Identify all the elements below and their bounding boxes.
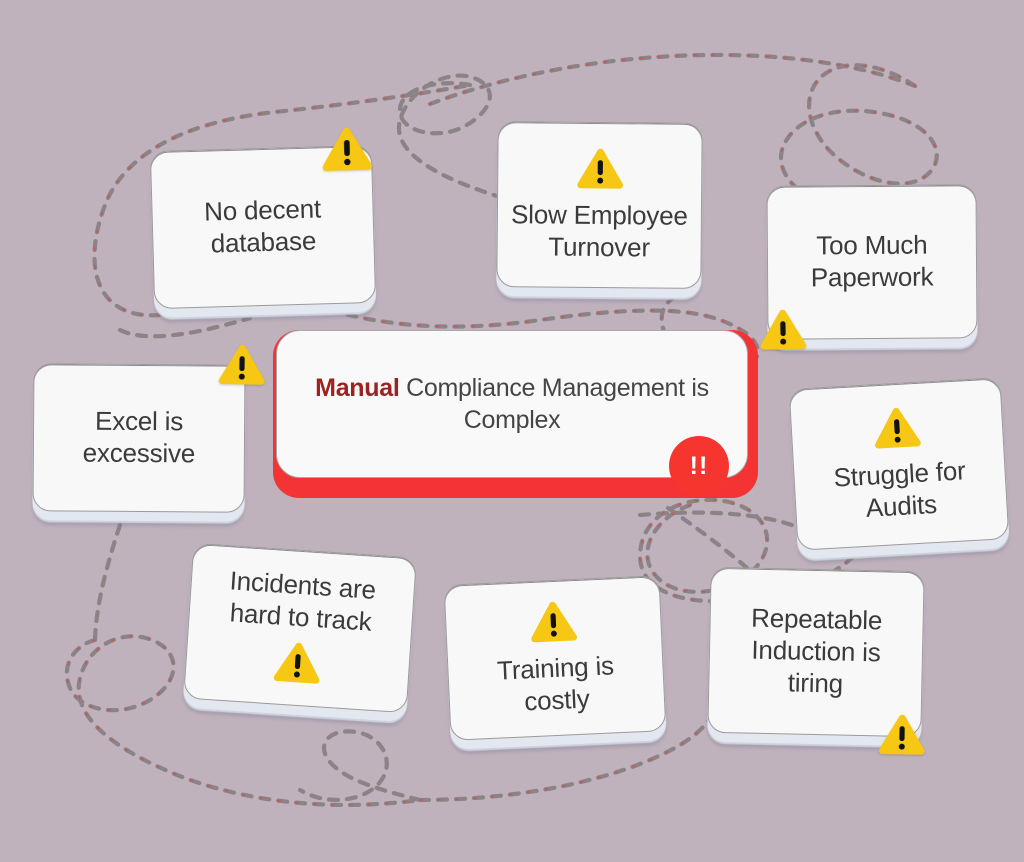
pain-point-card-incidents-are-hard-to-track[interactable]: Incidents are hard to track: [183, 542, 417, 714]
card-label: Struggle for Audits: [832, 455, 967, 523]
card-content: Incidents are hard to track: [185, 563, 414, 694]
card-content: Struggle for Audits: [791, 400, 1007, 528]
warning-triangle-icon: [575, 147, 625, 192]
pain-point-card-excel-is-excessive[interactable]: Excel is excessive: [32, 363, 246, 513]
card-label: No decent database: [203, 193, 322, 259]
card-label: Too Much Paperwork: [810, 229, 934, 293]
card-label: Excel is excessive: [82, 405, 196, 469]
warning-triangle-icon: [217, 343, 268, 389]
pain-point-card-slow-employee-turnover[interactable]: Slow Employee Turnover: [496, 121, 703, 289]
card-content: Excel is excessive: [34, 406, 244, 471]
warning-triangle-icon: [877, 713, 928, 759]
pain-point-card-struggle-for-audits[interactable]: Struggle for Audits: [788, 377, 1010, 551]
title-rest: Compliance Management is Complex: [399, 374, 709, 434]
card-label: Repeatable Induction is tiring: [750, 603, 883, 699]
card-content: Slow Employee Turnover: [497, 146, 701, 264]
double-exclamation-badge[interactable]: !!: [669, 436, 729, 496]
warning-triangle-icon: [871, 404, 923, 452]
card-content: Too Much Paperwork: [768, 230, 976, 295]
card-content: Repeatable Induction is tiring: [709, 602, 923, 702]
pain-point-card-repeatable-induction-is-tiring[interactable]: Repeatable Induction is tiring: [707, 566, 925, 738]
title-accent-word: Manual: [315, 374, 400, 402]
card-label: Slow Employee Turnover: [510, 199, 688, 262]
pain-point-card-training-is-costly[interactable]: Training is costly: [443, 575, 667, 741]
warning-triangle-icon: [758, 308, 809, 354]
central-problem-card[interactable]: Manual Compliance Management is Complex …: [273, 330, 758, 498]
card-label: Incidents are hard to track: [228, 565, 377, 637]
card-content: Training is costly: [445, 595, 664, 721]
page-title: Manual Compliance Management is Complex: [277, 372, 747, 436]
warning-triangle-icon: [271, 640, 324, 688]
card-content: No decent database: [152, 192, 374, 262]
warning-triangle-icon: [527, 599, 579, 646]
card-label: Training is costly: [496, 650, 615, 716]
warning-triangle-icon: [319, 125, 374, 174]
